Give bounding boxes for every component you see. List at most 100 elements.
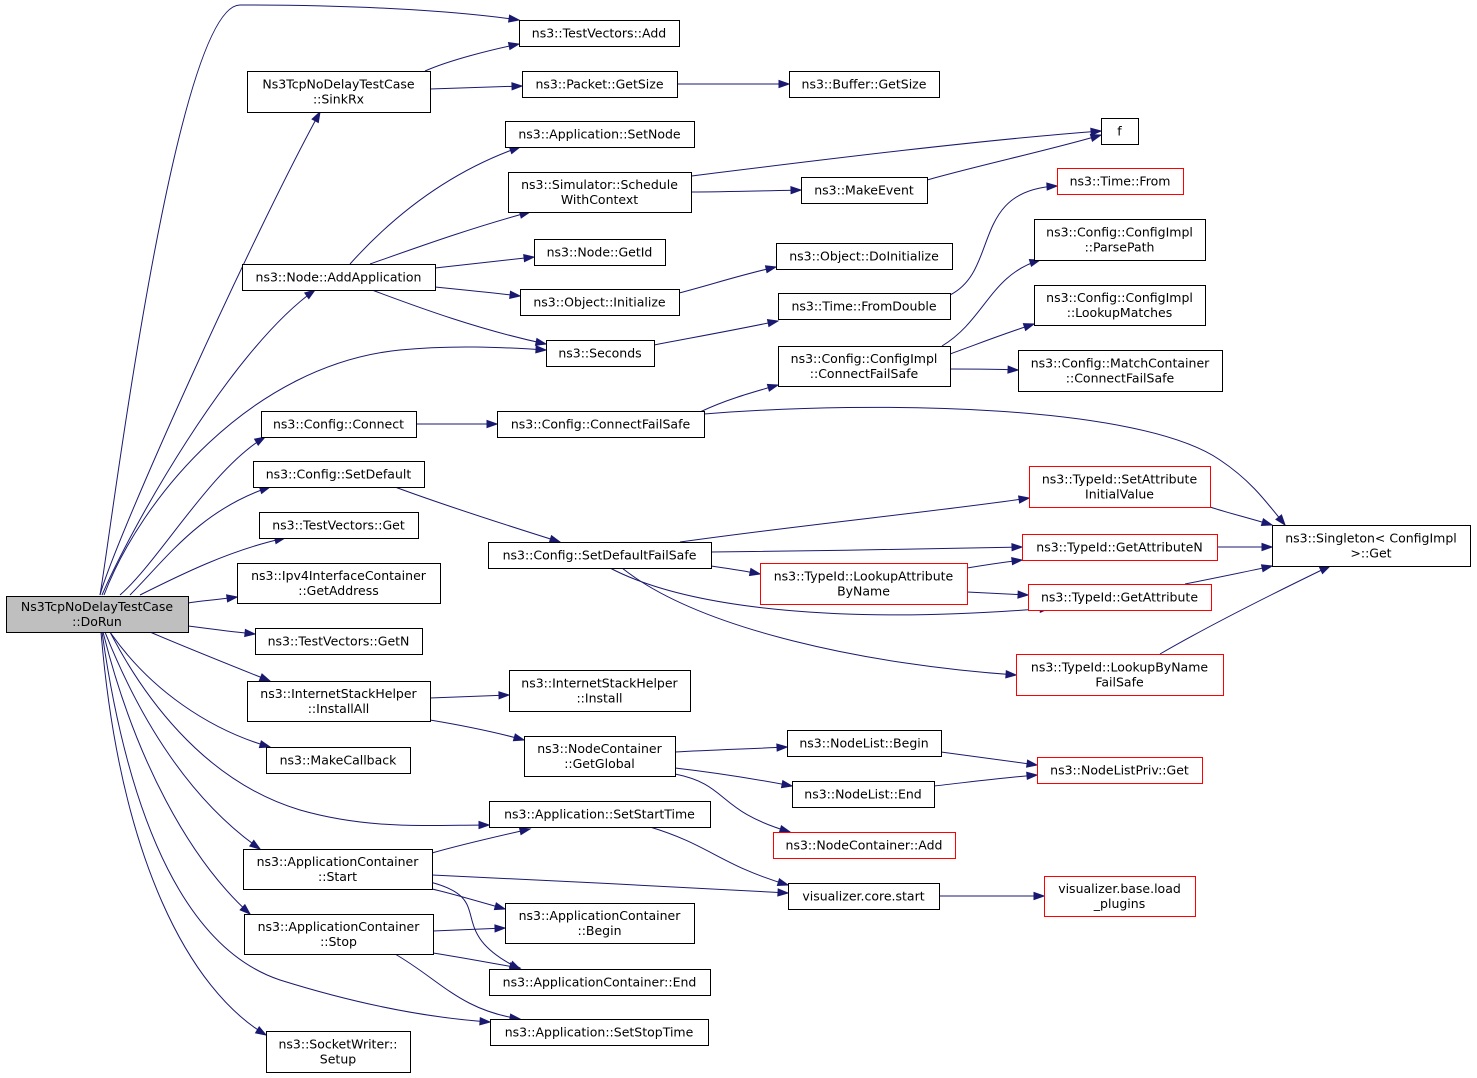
arrow-head-icon bbox=[748, 567, 762, 577]
arrow-head-icon bbox=[1026, 759, 1039, 768]
node-box bbox=[509, 670, 691, 712]
node-seconds[interactable]: ns3::Seconds bbox=[546, 340, 655, 367]
call-edge-cfgSetDefaultFS bbox=[621, 567, 1018, 679]
node-label: ns3::Config::ConfigImpl bbox=[1046, 290, 1193, 305]
node-makeEvent[interactable]: ns3::MakeEvent bbox=[801, 177, 928, 204]
node-socketWriterSetup[interactable]: ns3::SocketWriter::Setup bbox=[266, 1031, 411, 1073]
node-box bbox=[1272, 525, 1471, 567]
node-box bbox=[534, 239, 666, 266]
node-box bbox=[497, 411, 705, 438]
call-edge-sinkRx bbox=[424, 42, 521, 72]
call-edge-cfgSetDefaultFS bbox=[710, 565, 762, 577]
node-label: ns3::Time::FromDouble bbox=[791, 299, 936, 314]
node-cfgConnect[interactable]: ns3::Config::Connect bbox=[261, 411, 417, 438]
node-cfgConnectFS[interactable]: ns3::Config::ConnectFailSafe bbox=[497, 411, 705, 438]
node-appContEnd[interactable]: ns3::ApplicationContainer::End bbox=[489, 969, 711, 996]
node-testVectorsGetN[interactable]: ns3::TestVectors::GetN bbox=[255, 628, 423, 655]
node-vizLoad[interactable]: visualizer.base.load_plugins bbox=[1044, 876, 1196, 917]
node-objInit[interactable]: ns3::Object::Initialize bbox=[520, 289, 680, 316]
node-box bbox=[505, 903, 695, 944]
node-label: ::InstallAll bbox=[308, 701, 370, 716]
node-box bbox=[789, 71, 940, 98]
node-nodeContAdd[interactable]: ns3::NodeContainer::Add bbox=[773, 832, 956, 859]
call-edge-nodeAddApp bbox=[369, 210, 532, 265]
arrow-head-icon bbox=[254, 1026, 268, 1036]
node-matchContConnect[interactable]: ns3::Config::MatchContainer::ConnectFail… bbox=[1018, 350, 1223, 392]
node-timeFromDouble[interactable]: ns3::Time::FromDouble bbox=[778, 293, 951, 320]
edge-line bbox=[432, 952, 521, 969]
node-makeCallback[interactable]: ns3::MakeCallback bbox=[266, 747, 411, 774]
call-edge-nodeAddApp bbox=[349, 146, 522, 265]
node-label: ns3::Seconds bbox=[558, 346, 641, 361]
node-ipv4GetAddr[interactable]: ns3::Ipv4InterfaceContainer::GetAddress bbox=[237, 563, 441, 604]
node-typeIdGetAttrN[interactable]: ns3::TypeId::GetAttributeN bbox=[1022, 534, 1218, 561]
node-box bbox=[522, 71, 678, 98]
node-label: ns3::Time::From bbox=[1070, 174, 1171, 189]
node-timeFrom[interactable]: ns3::Time::From bbox=[1057, 168, 1184, 195]
node-cfgImplConnect[interactable]: ns3::Config::ConfigImpl::ConnectFailSafe bbox=[778, 346, 951, 387]
call-edge-doRun bbox=[187, 625, 257, 638]
node-appSetNode[interactable]: ns3::Application::SetNode bbox=[505, 121, 695, 148]
arrow-head-icon bbox=[493, 902, 507, 911]
node-nodeContGetGlobal[interactable]: ns3::NodeContainer::GetGlobal bbox=[524, 736, 676, 777]
node-box bbox=[488, 542, 712, 569]
arrow-head-icon bbox=[244, 628, 257, 638]
node-cfgImplParse[interactable]: ns3::Config::ConfigImpl::ParsePath bbox=[1034, 219, 1206, 261]
node-appSetStart[interactable]: ns3::Application::SetStartTime bbox=[489, 801, 711, 828]
node-bufferGetSize[interactable]: ns3::Buffer::GetSize bbox=[789, 71, 940, 98]
node-appContStop[interactable]: ns3::ApplicationContainer::Stop bbox=[244, 914, 434, 955]
edge-line bbox=[104, 631, 261, 850]
node-ishInstall[interactable]: ns3::InternetStackHelper::Install bbox=[509, 670, 691, 712]
node-f[interactable]: f bbox=[1101, 118, 1139, 145]
call-edge-nodeListEnd bbox=[933, 771, 1039, 787]
node-label: ::SinkRx bbox=[313, 92, 364, 107]
node-label: f bbox=[1117, 124, 1122, 139]
node-cfgSetDefaultFS[interactable]: ns3::Config::SetDefaultFailSafe bbox=[488, 542, 712, 569]
node-box bbox=[1057, 168, 1184, 195]
node-packetGetSize[interactable]: ns3::Packet::GetSize bbox=[522, 71, 678, 98]
node-singletonGet[interactable]: ns3::Singleton< ConfigImpl >::Get bbox=[1272, 525, 1471, 567]
node-label: ns3::Object::DoInitialize bbox=[789, 249, 939, 264]
node-vizStart[interactable]: visualizer.core.start bbox=[788, 883, 940, 910]
node-cfgImplLookup[interactable]: ns3::Config::ConfigImpl::LookupMatches bbox=[1034, 285, 1206, 326]
arrow-head-icon bbox=[1011, 543, 1024, 552]
arrow-head-icon bbox=[511, 82, 524, 91]
node-appContStart[interactable]: ns3::ApplicationContainer::Start bbox=[243, 849, 433, 890]
node-testVectorsGet[interactable]: ns3::TestVectors::Get bbox=[259, 512, 419, 539]
node-cfgSetDefault[interactable]: ns3::Config::SetDefault bbox=[253, 461, 425, 488]
node-appContBegin[interactable]: ns3::ApplicationContainer::Begin bbox=[505, 903, 695, 944]
arrow-head-icon bbox=[311, 110, 321, 124]
arrow-head-icon bbox=[1017, 590, 1030, 599]
node-nodeListPrivGet[interactable]: ns3::NodeListPriv::Get bbox=[1037, 757, 1203, 784]
edge-line bbox=[949, 323, 1035, 355]
node-sinkRx[interactable]: Ns3TcpNoDelayTestCase::SinkRx bbox=[247, 71, 431, 113]
node-testVectorsAdd[interactable]: ns3::TestVectors::Add bbox=[519, 20, 680, 47]
node-objDoInit[interactable]: ns3::Object::DoInitialize bbox=[776, 243, 953, 270]
node-nodeAddApp[interactable]: ns3::Node::AddApplication bbox=[242, 264, 436, 291]
edge-line bbox=[434, 256, 535, 269]
node-nodeGetId[interactable]: ns3::Node::GetId bbox=[534, 239, 666, 266]
call-edge-nodeListBegin bbox=[940, 751, 1039, 768]
node-doRun[interactable]: Ns3TcpNoDelayTestCase::DoRun bbox=[6, 596, 189, 633]
edge-line bbox=[349, 146, 521, 265]
call-edge-cfgImplConnect bbox=[949, 323, 1036, 355]
node-box bbox=[788, 883, 940, 910]
edge-line bbox=[429, 719, 525, 741]
call-edge-doRun bbox=[103, 345, 548, 596]
edge-line bbox=[674, 767, 793, 787]
edge-line bbox=[431, 888, 506, 910]
call-edge-nodeAddApp bbox=[434, 254, 536, 269]
node-ishInstallAll[interactable]: ns3::InternetStackHelper::InstallAll bbox=[247, 681, 431, 722]
node-appSetStop[interactable]: ns3::Application::SetStopTime bbox=[490, 1019, 709, 1046]
node-typeIdGetAttr[interactable]: ns3::TypeId::GetAttribute bbox=[1028, 584, 1212, 611]
node-label: ::GetGlobal bbox=[564, 756, 635, 771]
node-nodeListBegin[interactable]: ns3::NodeList::Begin bbox=[787, 730, 942, 757]
node-box bbox=[1034, 219, 1206, 261]
node-box bbox=[520, 289, 680, 316]
node-label: ::LookupMatches bbox=[1067, 305, 1173, 320]
node-nodeListEnd[interactable]: ns3::NodeList::End bbox=[792, 781, 935, 808]
